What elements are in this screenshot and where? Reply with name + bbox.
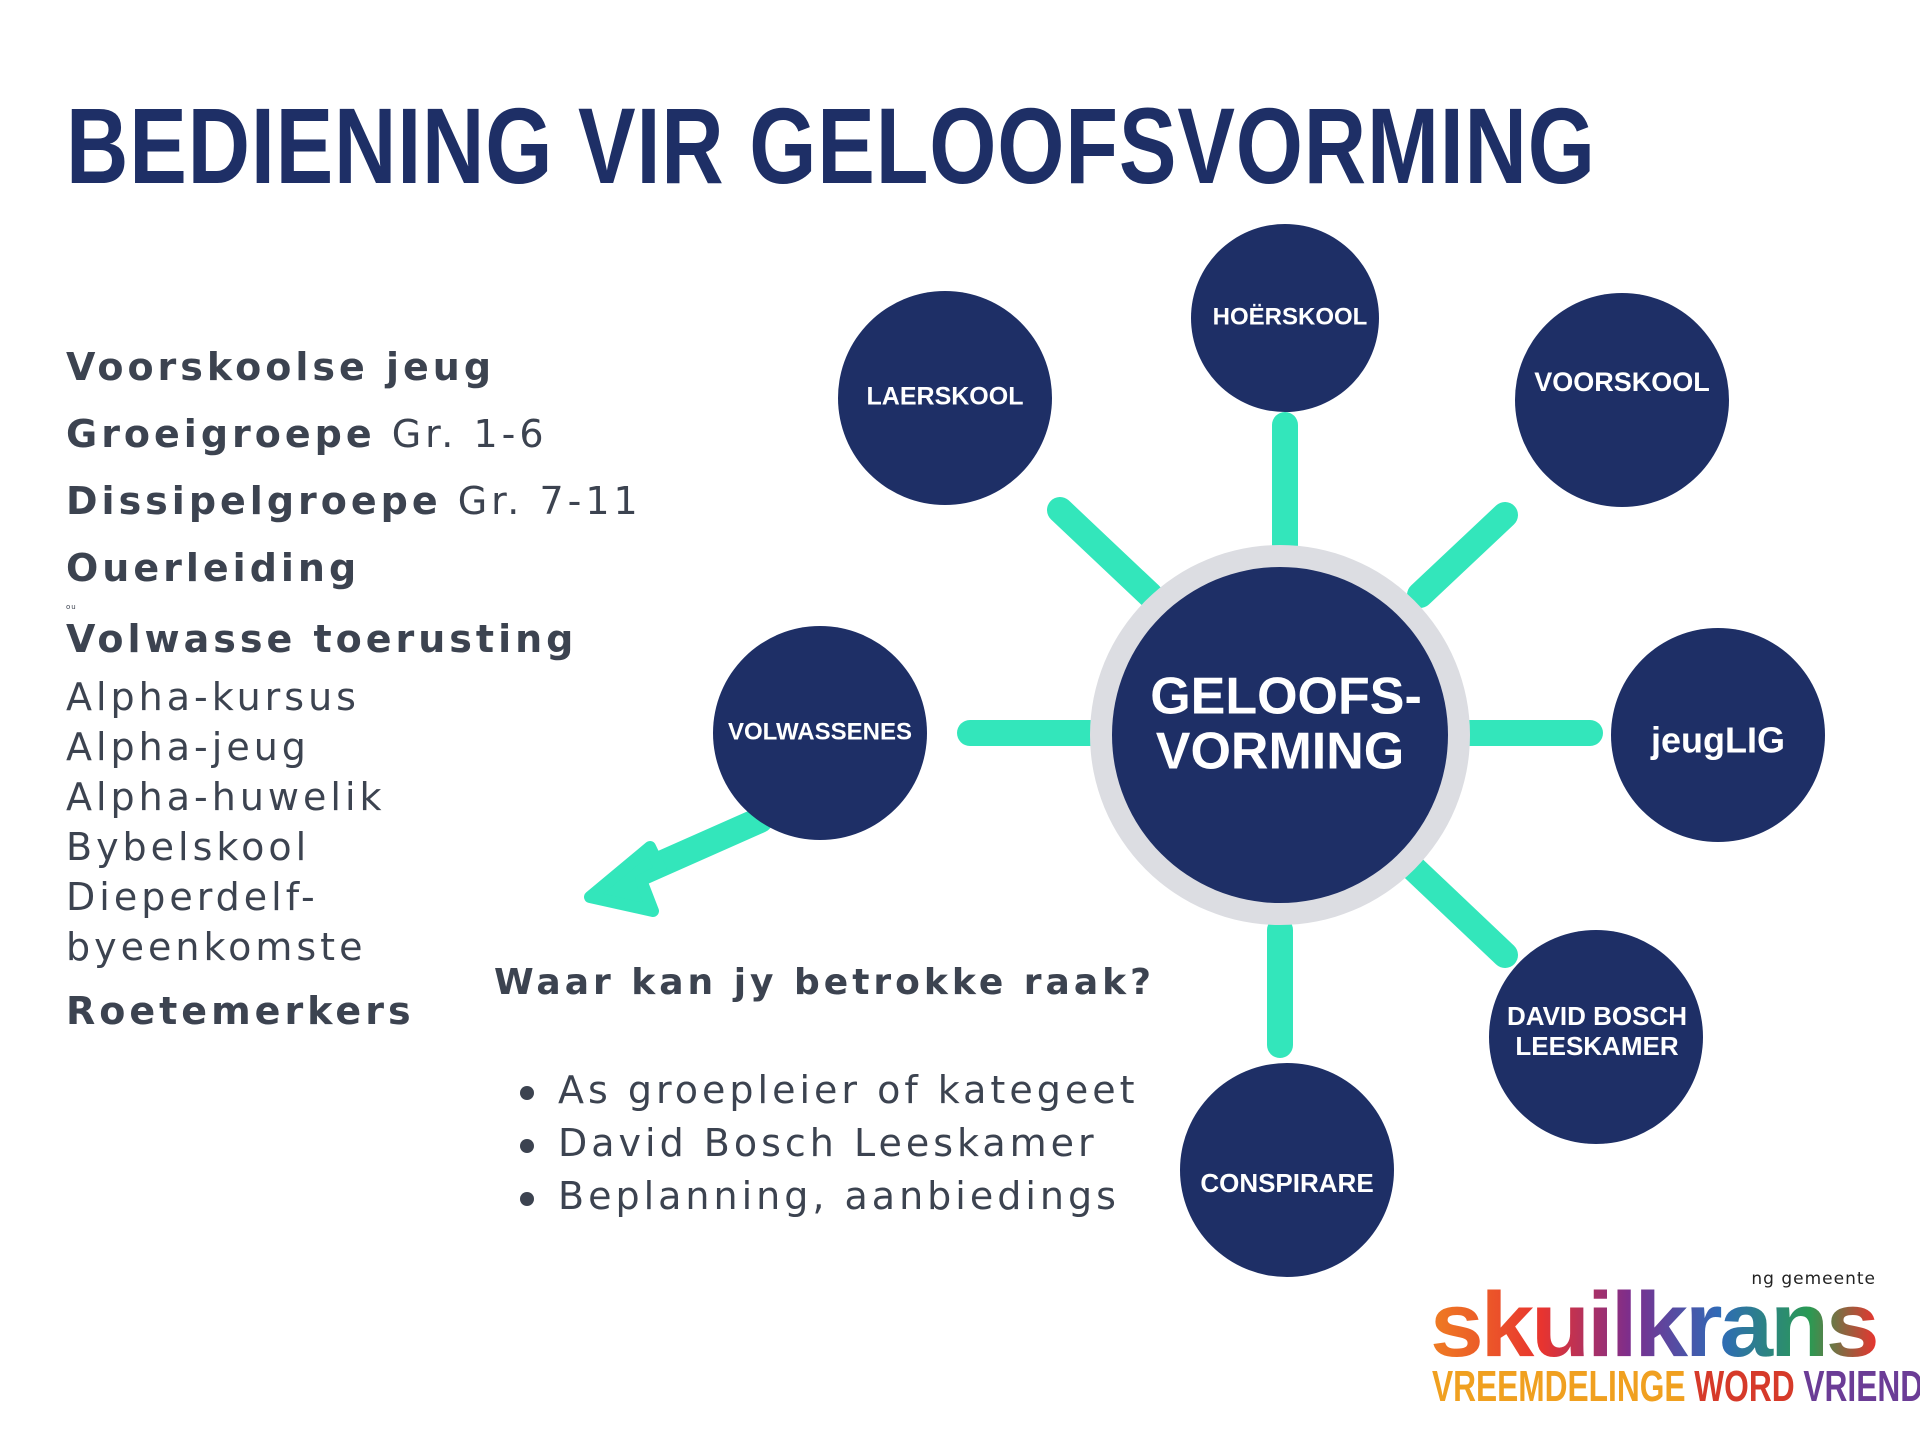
list-item: Groeigroepe Gr. 1-6: [66, 409, 642, 476]
node-laerskool: [838, 291, 1052, 505]
node-jeuglig-label: jeugLIG: [1650, 720, 1785, 761]
logo-wordmark: skuilkrans: [1430, 1274, 1880, 1376]
list-item-label: Ouerleiding: [66, 546, 361, 590]
node-laerskool-label: LAERSKOOL: [867, 383, 1024, 411]
connector-davidbosch: [1397, 852, 1518, 968]
logo-tagline-part: WORD: [1694, 1362, 1804, 1411]
list-item: Beplanning, aanbiedings: [520, 1170, 1139, 1223]
list-item: Dissipelgroepe Gr. 7-11: [66, 476, 642, 543]
list-item: Voorskoolse jeug: [66, 342, 642, 409]
list-item-detail: Gr. 7-11: [441, 479, 642, 523]
list-item: As groepleier of kategeet: [520, 1064, 1139, 1117]
center-node: [1112, 567, 1448, 903]
logo-tagline-part: VREEMDELINGE: [1432, 1362, 1695, 1411]
sub-item: Dieperdelf-: [66, 875, 319, 919]
connector-voorskool: [1407, 502, 1518, 608]
list-item-label: Roetemerkers: [66, 989, 415, 1033]
list-item: David Bosch Leeskamer: [520, 1117, 1139, 1170]
list-item: Roetemerkers: [66, 986, 642, 1053]
sub-item: Alpha-kursus: [66, 675, 360, 719]
list-item: Ouerleiding: [66, 543, 642, 610]
list-item-label: Volwasse toerusting: [66, 617, 578, 661]
sub-item: Alpha-huwelik: [66, 775, 386, 819]
logo-tagline-part: VRIENDE: [1803, 1362, 1920, 1411]
node-conspirare: [1180, 1063, 1394, 1277]
sub-item: byeenkomste: [66, 925, 367, 969]
list-item-label: Groeigroepe: [66, 412, 376, 456]
church-logo: ng gemeente skuilkrans VREEMDELINGE WORD…: [1430, 1265, 1920, 1415]
question-heading: Waar kan jy betrokke raak?: [494, 962, 1155, 1003]
node-voorskool-label: VOORSKOOL: [1534, 367, 1710, 397]
node-volwassenes-label: VOLWASSENES: [728, 718, 912, 745]
logo-subtitle: ng gemeente: [1751, 1269, 1876, 1289]
connector-laerskool: [1047, 497, 1163, 608]
page-title: BEDIENING VIR GELOOFSVORMING: [66, 85, 1596, 206]
node-davidbosch-label-line1: DAVID BOSCH: [1507, 1001, 1687, 1031]
node-jeuglig: [1611, 628, 1825, 842]
ministry-list: Voorskoolse jeug Groeigroepe Gr. 1-6 Dis…: [66, 342, 642, 1053]
node-conspirare-label: CONSPIRARE: [1200, 1168, 1373, 1198]
sub-item: Alpha-jeug: [66, 725, 310, 769]
arrow-head: [584, 841, 667, 917]
tiny-note: ou: [66, 603, 77, 611]
node-hoerskool: [1191, 224, 1379, 412]
node-davidbosch-label-line2: LEESKAMER: [1515, 1031, 1678, 1061]
involvement-list: As groepleier of kategeet David Bosch Le…: [520, 1064, 1139, 1223]
node-hoerskool-label: HOËRSKOOL: [1213, 303, 1368, 330]
list-item-label: Dissipelgroepe: [66, 479, 442, 523]
node-davidbosch: [1489, 930, 1703, 1144]
list-item-detail: Gr. 1-6: [375, 412, 548, 456]
center-label-line1: GELOOFS-: [1150, 668, 1422, 726]
node-volwassenes: [713, 626, 927, 840]
logo-tagline: VREEMDELINGE WORD VRIENDE: [1432, 1365, 1920, 1409]
list-item: Volwasse toerusting: [66, 614, 642, 672]
sub-item: Bybelskool: [66, 825, 311, 869]
list-item-label: Voorskoolse jeug: [66, 345, 496, 389]
node-voorskool: [1515, 293, 1729, 507]
center-label-line2: VORMING: [1156, 723, 1404, 781]
